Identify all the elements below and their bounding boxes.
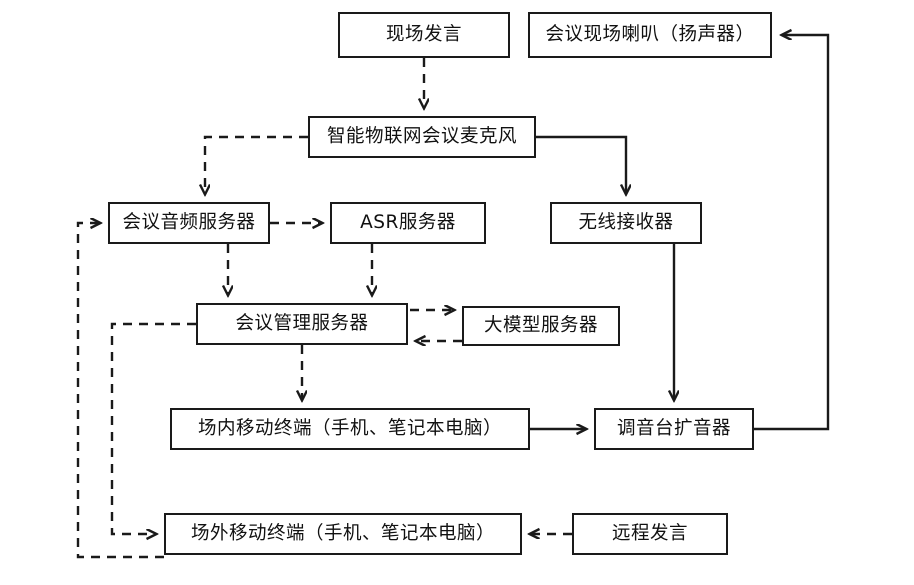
- node-label: 现场发言: [385, 24, 462, 46]
- node-onsite-terminal[interactable]: 场内移动终端（手机、笔记本电脑）: [170, 408, 530, 450]
- node-live-speech[interactable]: 现场发言: [338, 12, 510, 58]
- edge-microphone-to-audio-server: [205, 135, 308, 194]
- node-llm-server[interactable]: 大模型服务器: [462, 306, 620, 346]
- node-remote-speech[interactable]: 远程发言: [572, 513, 728, 555]
- node-asr-server[interactable]: ASR服务器: [330, 202, 486, 244]
- node-label: 场内移动终端（手机、笔记本电脑）: [197, 418, 502, 440]
- node-wireless-receiver[interactable]: 无线接收器: [550, 202, 702, 244]
- node-label: 大模型服务器: [483, 315, 598, 337]
- node-venue-speaker[interactable]: 会议现场喇叭（扬声器）: [528, 12, 772, 58]
- edge-mixer-to-venue-speaker: [754, 35, 830, 431]
- edge-microphone-to-wireless-receiver: [536, 135, 626, 194]
- node-audio-server[interactable]: 会议音频服务器: [108, 202, 270, 244]
- node-label: 无线接收器: [578, 212, 674, 234]
- node-label: 场外移动终端（手机、笔记本电脑）: [190, 523, 495, 545]
- node-mixer-amplifier[interactable]: 调音台扩音器: [594, 408, 754, 450]
- node-label: 会议现场喇叭（扬声器）: [545, 24, 755, 46]
- node-label: 会议管理服务器: [235, 313, 369, 335]
- edge-offsite-terminal-to-audio-server: [76, 223, 164, 559]
- node-label: 智能物联网会议麦克风: [326, 126, 517, 148]
- node-label: 会议音频服务器: [122, 212, 256, 234]
- node-label: 调音台扩音器: [616, 418, 731, 440]
- node-meeting-mgmt-server[interactable]: 会议管理服务器: [196, 303, 408, 345]
- node-label: 远程发言: [611, 523, 688, 545]
- node-iot-microphone[interactable]: 智能物联网会议麦克风: [308, 116, 536, 158]
- node-label: ASR服务器: [360, 212, 456, 234]
- node-offsite-terminal[interactable]: 场外移动终端（手机、笔记本电脑）: [164, 513, 522, 555]
